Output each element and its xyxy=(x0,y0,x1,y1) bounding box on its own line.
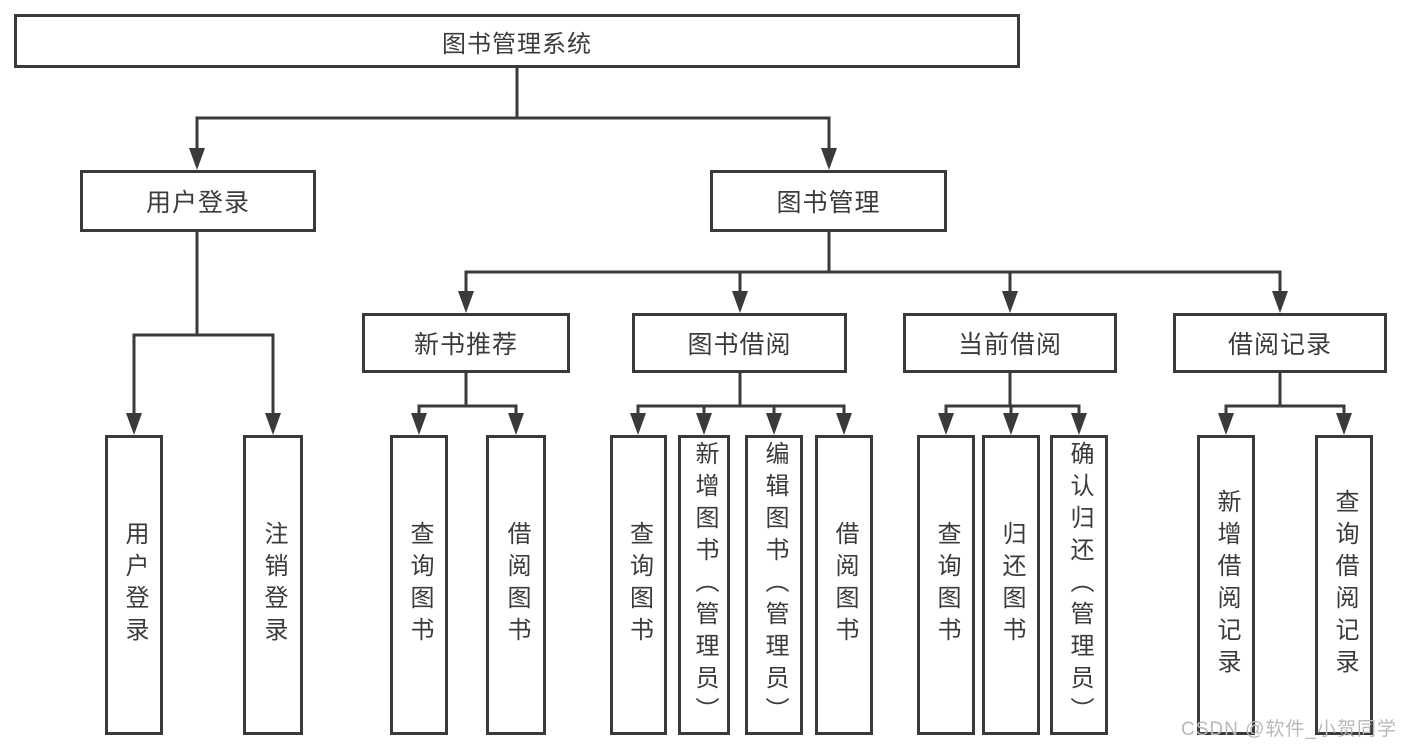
leaf-borrow-books-2: 借阅图书 xyxy=(815,435,873,735)
node-book-management-system: 图书管理系统 xyxy=(14,14,1020,68)
node-borrowing-records-label: 借阅记录 xyxy=(1227,331,1332,359)
leaf-borrow-books-1: 借阅图书 xyxy=(486,435,546,735)
node-current-borrowing-label: 当前借阅 xyxy=(957,331,1062,359)
leaf-user-login-label: 用户登录 xyxy=(121,521,148,649)
leaf-logout-label: 注销登录 xyxy=(260,521,287,649)
arrow-down-icon xyxy=(821,148,837,170)
arrowhead-icons xyxy=(126,148,1352,435)
arrow-down-icon xyxy=(1071,413,1087,435)
arrow-down-icon xyxy=(458,291,474,313)
leaf-add-books-admin: 新增图书（管理员） xyxy=(678,435,730,735)
arrow-down-icon xyxy=(411,413,427,435)
leaf-query-books-2-label: 查询图书 xyxy=(625,521,653,649)
node-new-book-recommend: 新书推荐 xyxy=(362,313,570,373)
connector-lines xyxy=(132,64,1346,418)
arrow-down-icon xyxy=(938,413,954,435)
arrow-down-icon xyxy=(766,413,782,435)
leaf-add-borrow-record: 新增借阅记录 xyxy=(1197,435,1255,735)
arrow-down-icon xyxy=(126,413,142,435)
leaf-query-books-1: 查询图书 xyxy=(390,435,448,735)
node-book-management-label: 图书管理 xyxy=(776,189,881,217)
arrow-down-icon xyxy=(189,148,205,170)
node-book-management: 图书管理 xyxy=(710,170,947,232)
node-borrowing-records: 借阅记录 xyxy=(1173,313,1387,373)
arrow-down-icon xyxy=(508,413,524,435)
leaf-query-books-1-label: 查询图书 xyxy=(406,521,433,649)
arrow-down-icon xyxy=(1002,291,1018,313)
arrow-down-icon xyxy=(836,413,852,435)
arrow-down-icon xyxy=(1336,413,1352,435)
arrow-down-icon xyxy=(1272,291,1288,313)
leaf-return-books-label: 归还图书 xyxy=(998,521,1025,649)
leaf-edit-books-admin-label: 编辑图书（管理员） xyxy=(761,441,788,729)
leaf-edit-books-admin: 编辑图书（管理员） xyxy=(745,435,803,735)
arrow-down-icon xyxy=(732,291,748,313)
leaf-logout: 注销登录 xyxy=(243,435,303,735)
leaf-add-books-admin-label: 新增图书（管理员） xyxy=(691,441,718,729)
node-user-login: 用户登录 xyxy=(80,170,316,232)
node-book-borrowing: 图书借阅 xyxy=(632,313,847,373)
node-book-borrowing-label: 图书借阅 xyxy=(687,331,792,359)
leaf-query-books-2: 查询图书 xyxy=(610,435,667,735)
arrow-down-icon xyxy=(630,413,646,435)
node-user-login-label: 用户登录 xyxy=(145,189,250,217)
leaf-query-borrow-record: 查询借阅记录 xyxy=(1315,435,1373,735)
arrow-down-icon xyxy=(1003,413,1019,435)
leaf-query-books-3-label: 查询图书 xyxy=(933,521,960,649)
arrow-down-icon xyxy=(1218,413,1234,435)
leaf-borrow-books-2-label: 借阅图书 xyxy=(831,521,858,649)
node-book-management-system-label: 图书管理系统 xyxy=(442,30,592,58)
arrow-down-icon xyxy=(265,413,281,435)
leaf-return-books: 归还图书 xyxy=(982,435,1040,735)
leaf-query-borrow-record-label: 查询借阅记录 xyxy=(1331,489,1358,681)
node-new-book-recommend-label: 新书推荐 xyxy=(413,331,518,359)
leaf-query-books-3: 查询图书 xyxy=(917,435,975,735)
leaf-confirm-return-admin: 确认归还（管理员） xyxy=(1050,435,1108,735)
csdn-watermark: CSDN @软件_小贺同学 xyxy=(1181,719,1397,740)
leaf-user-login: 用户登录 xyxy=(105,435,163,735)
arrow-down-icon xyxy=(696,413,712,435)
leaf-add-borrow-record-label: 新增借阅记录 xyxy=(1213,489,1240,681)
leaf-confirm-return-admin-label: 确认归还（管理员） xyxy=(1066,441,1093,729)
node-current-borrowing: 当前借阅 xyxy=(903,313,1117,373)
leaf-borrow-books-1-label: 借阅图书 xyxy=(503,521,530,649)
